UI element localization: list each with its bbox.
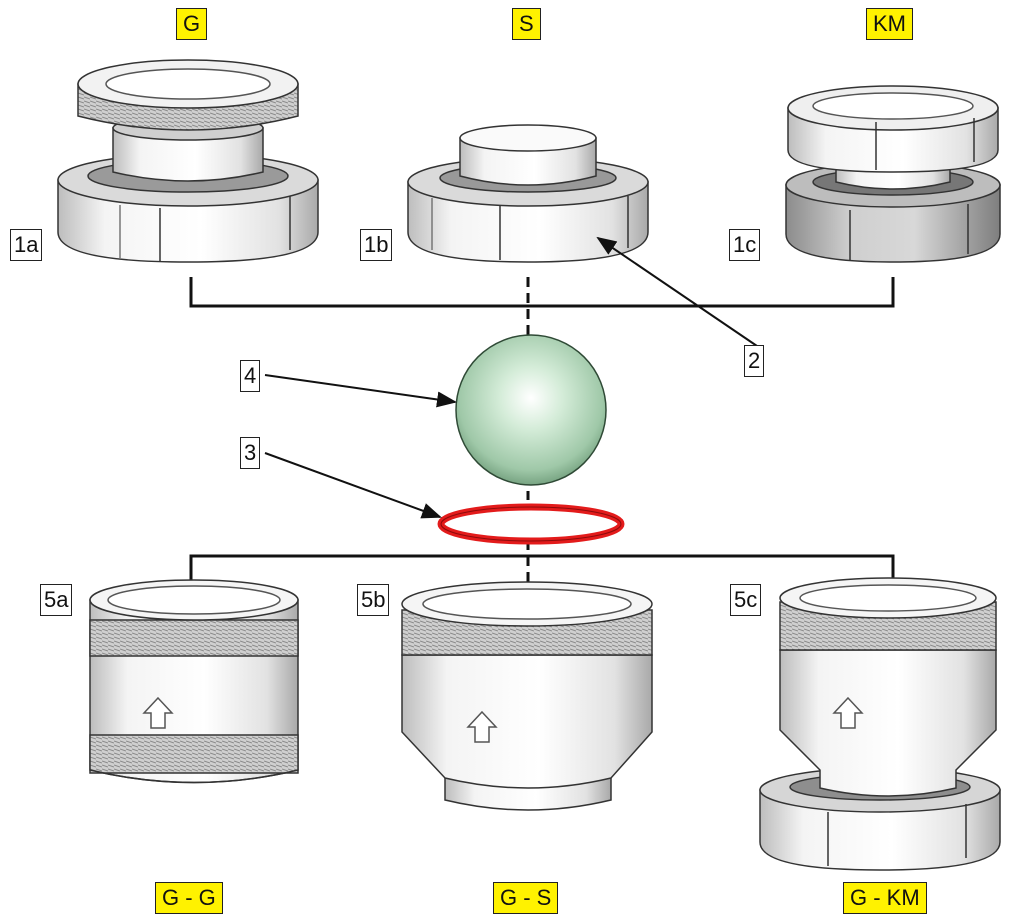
callout-5a: 5a (40, 584, 73, 616)
label-bottom-g-s: G - S (493, 882, 559, 914)
callout-3: 3 (240, 437, 261, 469)
callout-2: 2 (744, 345, 765, 377)
part-1b-union-s (407, 124, 649, 263)
callout-5c: 5c (730, 584, 762, 616)
callout-4: 4 (240, 360, 261, 392)
o-ring (437, 503, 625, 545)
label-bottom-g-g: G - G (155, 882, 223, 914)
part-1a-union-g (57, 59, 319, 263)
label-bottom-g-km: G - KM (843, 882, 927, 914)
flow-arrow-icon (832, 696, 864, 729)
part-5b-body-g-s (401, 581, 653, 811)
callout-5b: 5b (357, 584, 390, 616)
label-top-km: KM (866, 8, 913, 40)
flow-arrow-icon (142, 696, 174, 729)
valve-ball (455, 334, 607, 486)
callout-1c: 1c (729, 229, 761, 261)
label-top-g: G (176, 8, 208, 40)
leader-lines (264, 236, 758, 519)
part-1c-union-km (785, 85, 1001, 263)
callout-1b: 1b (360, 229, 393, 261)
flow-arrow-icon (466, 710, 498, 743)
label-top-s: S (512, 8, 541, 40)
part-5c-body-g-km (759, 577, 1001, 871)
bottom-bracket (189, 540, 895, 615)
part-5a-body-g-g (89, 579, 299, 784)
callout-1a: 1a (10, 229, 43, 261)
